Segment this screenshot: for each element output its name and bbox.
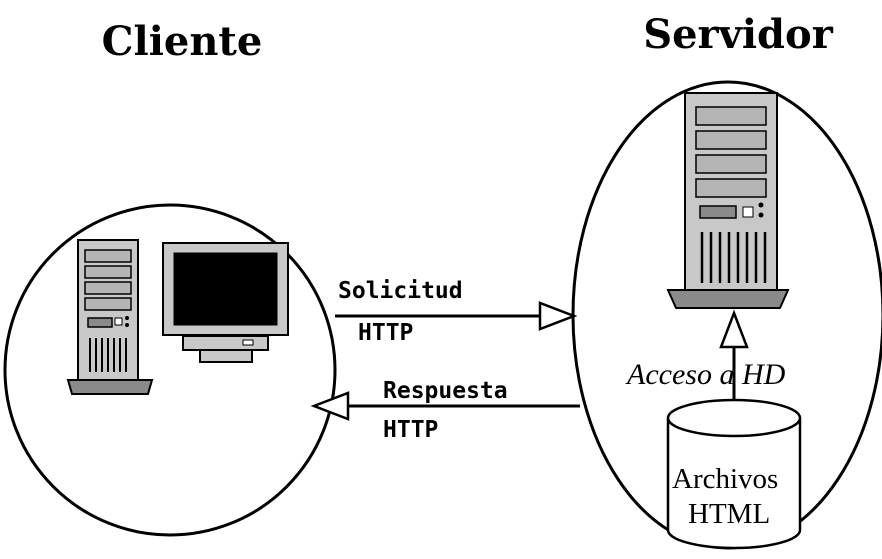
server-title: Servidor — [643, 11, 833, 58]
disk-access-arrow — [719, 309, 749, 400]
response-arrow — [310, 391, 580, 421]
response-label-line1: Respuesta — [383, 378, 508, 404]
client-title: Cliente — [102, 18, 263, 65]
server-tower-icon — [666, 92, 790, 309]
request-label-line1: Solicitud — [338, 278, 463, 304]
request-arrow — [335, 301, 578, 331]
response-label-line2: HTTP — [383, 417, 438, 443]
storage-label-line2: HTML — [688, 498, 770, 530]
request-label-line2: HTTP — [358, 320, 413, 346]
client-tower-icon — [66, 239, 154, 395]
monitor-icon — [162, 242, 289, 363]
disk-cylinder-icon — [666, 398, 802, 550]
storage-label-line1: Archivos — [672, 463, 778, 495]
disk-access-label: Acceso a HD — [625, 358, 786, 391]
